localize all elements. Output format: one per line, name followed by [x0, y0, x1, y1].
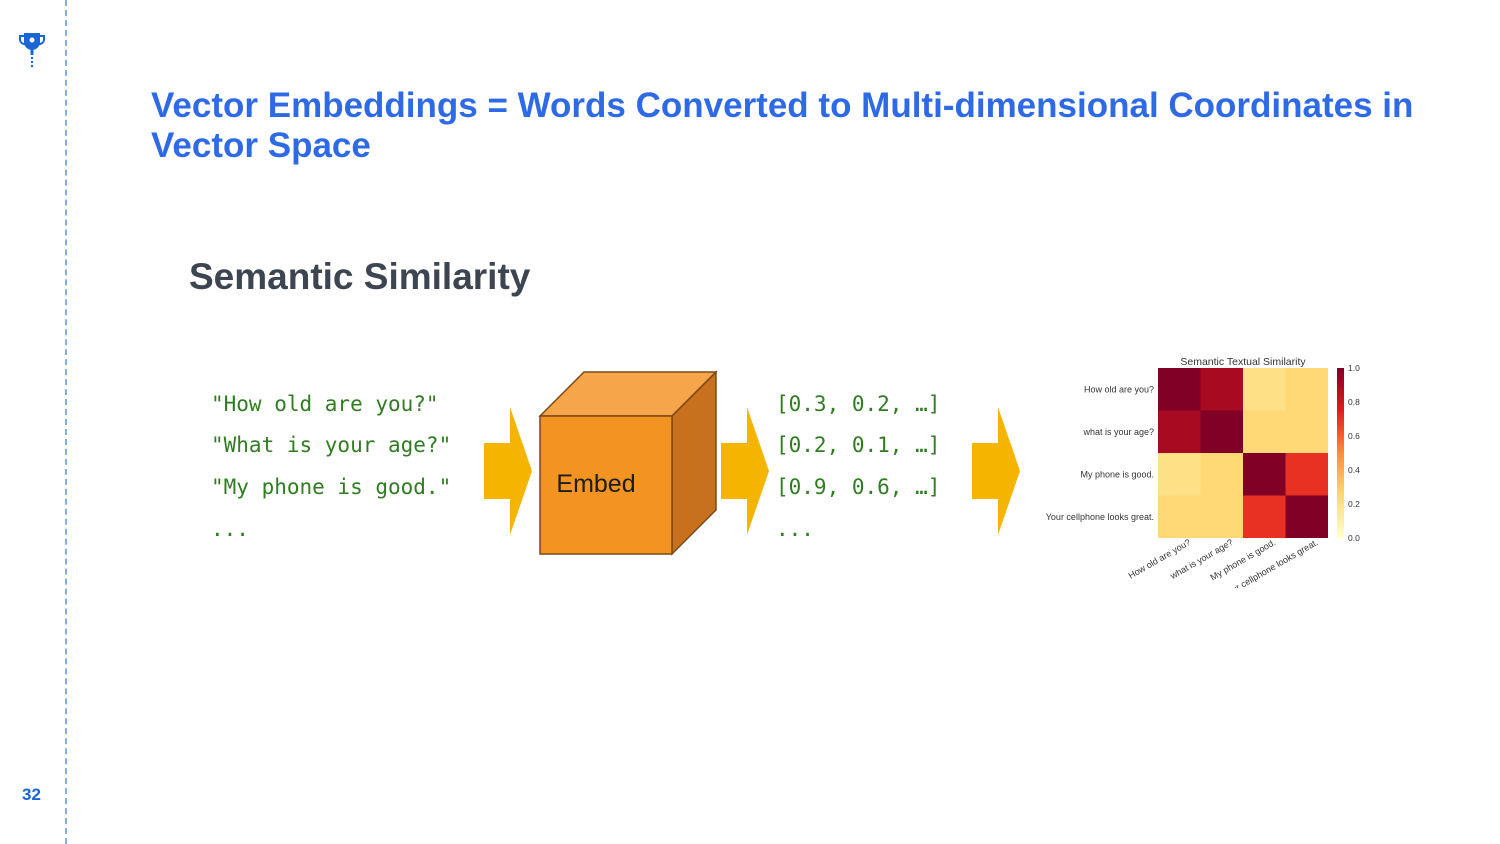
input-ellipsis: ...	[211, 517, 249, 541]
diagram-heading: Semantic Similarity	[189, 256, 531, 297]
heatmap-row-label: How old are you?	[1084, 384, 1154, 394]
heatmap-cell	[1200, 453, 1243, 496]
heatmap-cell	[1158, 453, 1201, 496]
heatmap-colorbar-tick: 0.6	[1348, 431, 1360, 441]
input-sentence: "What is your age?"	[211, 433, 452, 457]
vector-output: [0.9, 0.6, …]	[776, 475, 941, 499]
trophy-icon	[19, 33, 45, 68]
heatmap-colorbar-tick: 1.0	[1348, 363, 1360, 373]
vector-output: [0.2, 0.1, …]	[776, 433, 941, 457]
page-number: 32	[22, 785, 41, 804]
heatmap-colorbar	[1337, 368, 1344, 538]
side-dashed-rule	[65, 0, 67, 844]
embed-cube	[538, 370, 718, 556]
heatmap-colorbar-tick: 0.0	[1348, 533, 1360, 543]
heatmap-colorbar-tick: 0.8	[1348, 397, 1360, 407]
heatmap-cell	[1285, 368, 1328, 411]
input-sentence: "How old are you?"	[211, 392, 439, 416]
vector-ellipsis: ...	[776, 517, 814, 541]
embed-label: Embed	[556, 470, 636, 498]
heatmap-cell	[1158, 495, 1201, 538]
heatmap-cell	[1285, 495, 1328, 538]
heatmap-cell	[1200, 410, 1243, 453]
heatmap-cell	[1243, 495, 1286, 538]
slide-title: Vector Embeddings = Words Converted to M…	[151, 86, 1414, 165]
heatmap-colorbar-tick: 0.4	[1348, 465, 1360, 475]
heatmap-cell	[1200, 368, 1243, 411]
heatmap-cell	[1158, 368, 1201, 411]
heatmap-cell	[1158, 410, 1201, 453]
heatmap-cell	[1243, 410, 1286, 453]
flow-arrow-icon	[721, 407, 769, 535]
heatmap-cell	[1285, 410, 1328, 453]
heatmap-row-label: My phone is good.	[1080, 469, 1154, 479]
heatmap-colorbar-tick: 0.2	[1348, 499, 1360, 509]
heatmap-cell	[1243, 368, 1286, 411]
heatmap-row-label: what is your age?	[1082, 427, 1154, 437]
heatmap-cell	[1200, 495, 1243, 538]
flow-arrow-icon	[484, 407, 532, 535]
flow-arrow-icon	[972, 407, 1020, 535]
heatmap-cell	[1243, 453, 1286, 496]
heatmap-title: Semantic Textual Similarity	[1180, 356, 1306, 368]
heatmap-row-label: Your cellphone looks great.	[1046, 512, 1154, 522]
heatmap-cell	[1285, 453, 1328, 496]
input-sentence: "My phone is good."	[211, 475, 452, 499]
vector-output: [0.3, 0.2, …]	[776, 392, 941, 416]
